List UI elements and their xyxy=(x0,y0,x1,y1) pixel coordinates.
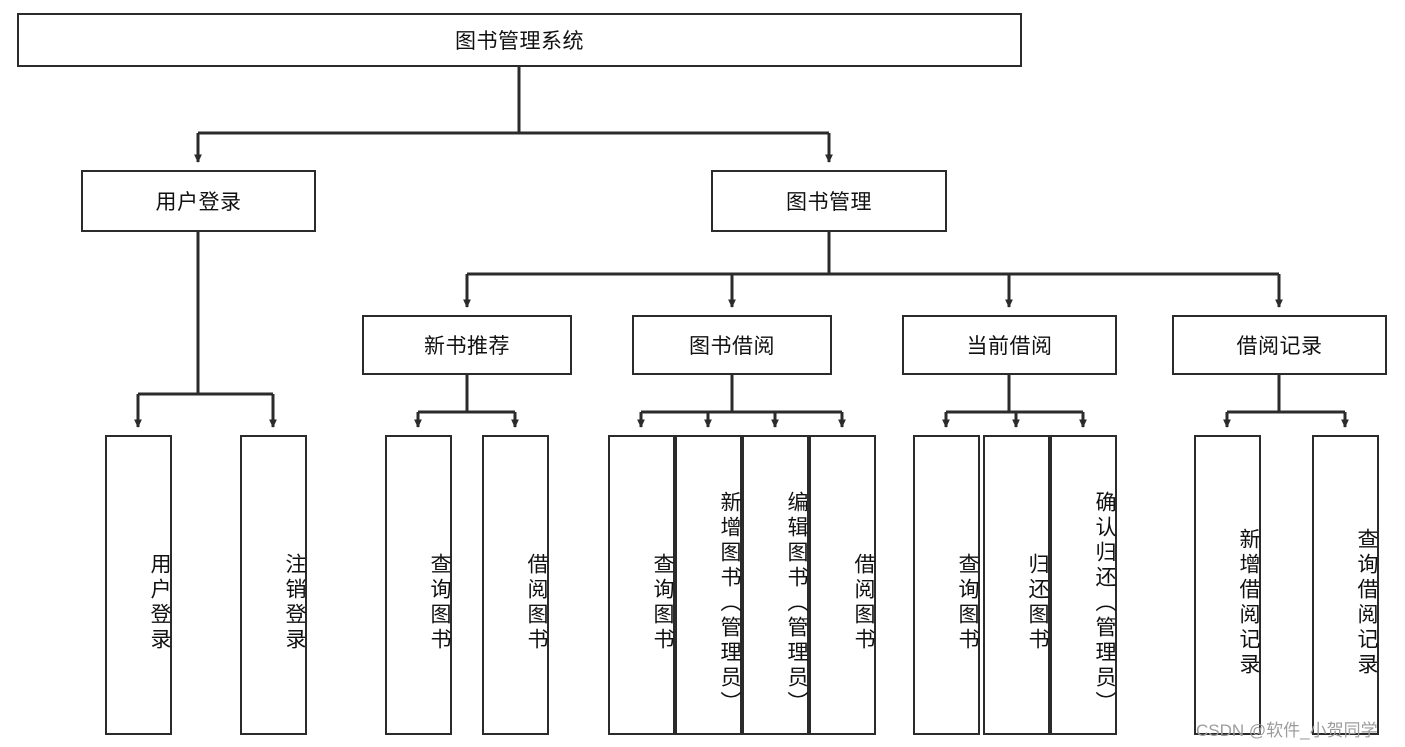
node-label: 新增借阅记录 xyxy=(1237,528,1260,678)
node-new-book-recommend[interactable]: 新书推荐 xyxy=(362,315,572,375)
node-leaf-user-login[interactable]: 用户登录 xyxy=(105,435,172,735)
node-leaf-confirm-return-admin[interactable]: 确认归还（管理员） xyxy=(1050,435,1117,735)
node-leaf-query-borrow-record[interactable]: 查询借阅记录 xyxy=(1312,435,1379,735)
node-label: 用户登录 xyxy=(155,191,242,214)
node-book-borrow[interactable]: 图书借阅 xyxy=(632,315,832,375)
node-leaf-borrow-book-2[interactable]: 借阅图书 xyxy=(809,435,876,735)
node-leaf-borrow-book-1[interactable]: 借阅图书 xyxy=(482,435,549,735)
node-label: 图书借阅 xyxy=(689,335,775,358)
node-leaf-add-book-admin[interactable]: 新增图书（管理员） xyxy=(675,435,742,735)
node-leaf-edit-book-admin[interactable]: 编辑图书（管理员） xyxy=(742,435,809,735)
node-label: 当前借阅 xyxy=(966,335,1053,358)
node-user-login[interactable]: 用户登录 xyxy=(81,170,316,232)
node-leaf-logout-login[interactable]: 注销登录 xyxy=(240,435,307,735)
node-label: 查询借阅记录 xyxy=(1355,528,1378,678)
node-label: 注销登录 xyxy=(283,553,306,653)
node-label: 用户登录 xyxy=(148,553,171,653)
node-label: 借阅图书 xyxy=(525,553,548,653)
node-book-management-system[interactable]: 图书管理系统 xyxy=(17,13,1022,67)
node-label: 确认归还（管理员） xyxy=(1093,490,1116,716)
node-label: 查询图书 xyxy=(956,553,979,653)
node-label: 查询图书 xyxy=(428,553,451,653)
node-leaf-query-book-1[interactable]: 查询图书 xyxy=(385,435,452,735)
node-leaf-query-book-3[interactable]: 查询图书 xyxy=(913,435,980,735)
node-leaf-query-book-2[interactable]: 查询图书 xyxy=(608,435,675,735)
node-label: 新增图书（管理员） xyxy=(718,490,741,716)
node-label: 编辑图书（管理员） xyxy=(785,490,808,716)
node-label: 图书管理系统 xyxy=(455,30,584,53)
node-label: 新书推荐 xyxy=(424,335,510,358)
node-book-management[interactable]: 图书管理 xyxy=(711,170,947,232)
node-current-borrow[interactable]: 当前借阅 xyxy=(902,315,1117,375)
node-leaf-return-book[interactable]: 归还图书 xyxy=(983,435,1050,735)
node-label: 借阅图书 xyxy=(852,553,875,653)
node-label: 归还图书 xyxy=(1026,553,1049,653)
node-borrow-record[interactable]: 借阅记录 xyxy=(1172,315,1387,375)
node-label: 借阅记录 xyxy=(1236,335,1323,358)
node-leaf-add-borrow-record[interactable]: 新增借阅记录 xyxy=(1194,435,1261,735)
node-label: 查询图书 xyxy=(651,553,674,653)
node-label: 图书管理 xyxy=(786,191,872,214)
